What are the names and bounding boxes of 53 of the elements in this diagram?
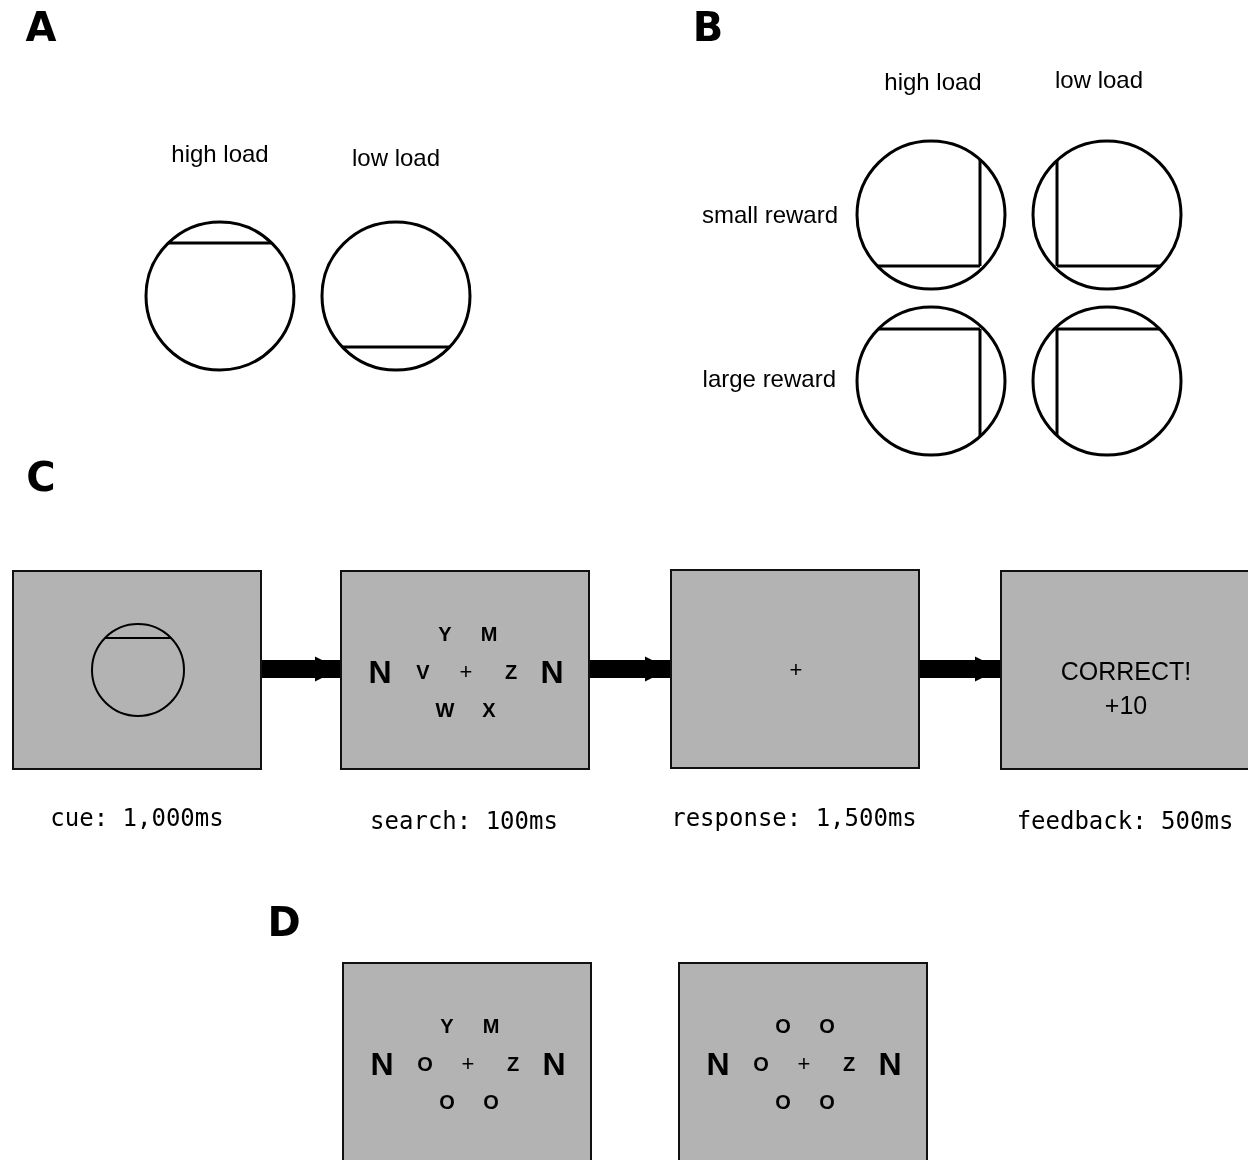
- arrow: [590, 656, 670, 682]
- stimulus-letter: M: [482, 1016, 500, 1036]
- stimulus-letter: X: [482, 700, 496, 720]
- stimulus-letter: O: [819, 1016, 835, 1036]
- stimulus-letter: N: [878, 1048, 902, 1080]
- stimulus-letter: Y: [440, 1016, 454, 1036]
- column-label: high load: [171, 142, 269, 166]
- stimulus-letter: N: [540, 656, 564, 688]
- stimulus-letter: O: [819, 1092, 835, 1112]
- column-label: low load: [351, 146, 441, 170]
- display-screen: [1000, 570, 1248, 770]
- row-label: large reward: [702, 367, 836, 391]
- arrow: [262, 656, 340, 682]
- stimulus-letter: O: [439, 1092, 455, 1112]
- display-screen: [670, 569, 920, 769]
- column-label: low load: [1054, 68, 1144, 92]
- stimulus-letter: V: [416, 662, 430, 682]
- fixation-cross: +: [461, 1053, 475, 1075]
- fixation-cross: +: [789, 659, 803, 681]
- display-screen: [340, 570, 590, 770]
- stimulus-letter: O: [775, 1016, 791, 1036]
- stimulus-letter: Z: [842, 1054, 856, 1074]
- feedback-text: CORRECT!: [1060, 658, 1192, 684]
- stimulus-letter: N: [368, 656, 392, 688]
- display-screen: [342, 962, 592, 1160]
- duration-label: response: 1,500ms: [671, 806, 917, 830]
- panel-letter: C: [26, 457, 56, 497]
- score-text: +10: [1104, 692, 1148, 718]
- stimulus-letter: M: [480, 624, 498, 644]
- arrow: [920, 656, 1000, 682]
- display-screen: [678, 962, 928, 1160]
- fixation-cross: +: [797, 1053, 811, 1075]
- stimulus-letter: O: [753, 1054, 769, 1074]
- stimulus-letter: N: [706, 1048, 730, 1080]
- stimulus-letter: Y: [438, 624, 452, 644]
- panel-letter: D: [267, 902, 301, 942]
- duration-label: search: 100ms: [370, 809, 558, 833]
- stimulus-letter: O: [417, 1054, 433, 1074]
- stimulus-letter: O: [775, 1092, 791, 1112]
- duration-label: feedback: 500ms: [1016, 809, 1234, 833]
- stimulus-letter: W: [435, 700, 455, 720]
- panel-letter: B: [692, 7, 724, 47]
- stimulus-letter: Z: [504, 662, 518, 682]
- stimulus-letter: O: [483, 1092, 499, 1112]
- stimulus-letter: Z: [506, 1054, 520, 1074]
- fixation-cross: +: [459, 661, 473, 683]
- panel-letter: A: [25, 7, 57, 47]
- column-label: high load: [884, 70, 982, 94]
- stimulus-letter: N: [370, 1048, 394, 1080]
- stimulus-letter: N: [542, 1048, 566, 1080]
- display-screen: [12, 570, 262, 770]
- duration-label: cue: 1,000ms: [50, 806, 224, 830]
- row-label: small reward: [701, 203, 838, 227]
